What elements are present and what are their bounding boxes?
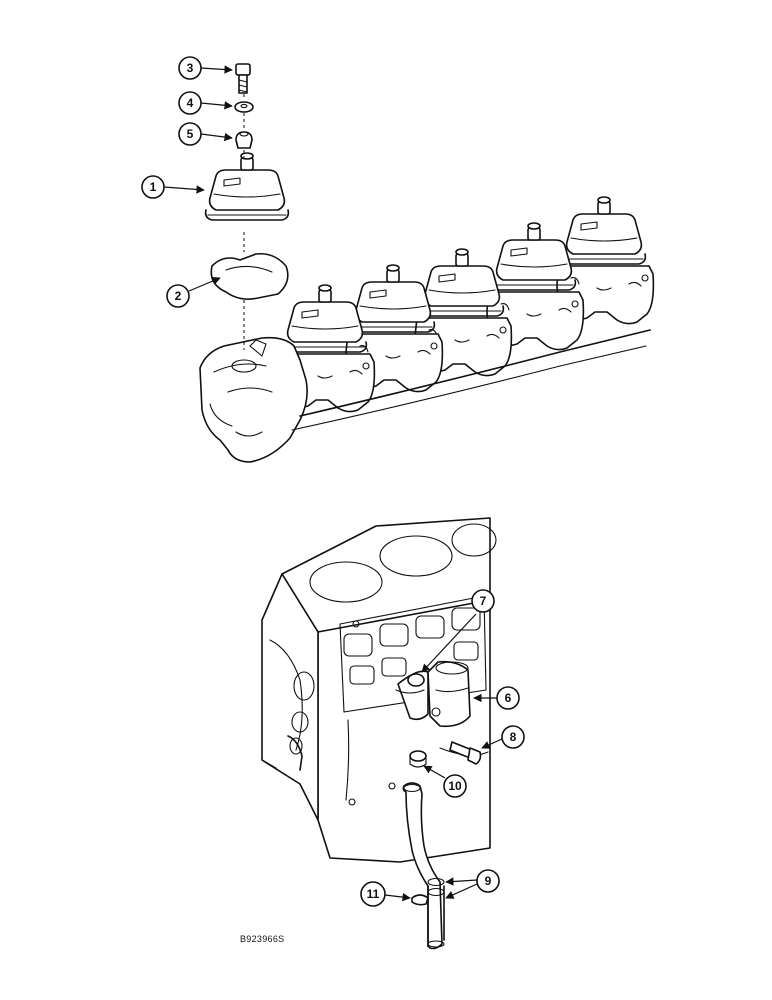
svg-text:2: 2 bbox=[175, 289, 182, 303]
callout-8: 8 bbox=[481, 725, 525, 749]
callout-1: 1 bbox=[141, 175, 205, 199]
callout-3: 3 bbox=[178, 56, 233, 80]
svg-text:8: 8 bbox=[510, 730, 517, 744]
svg-text:1: 1 bbox=[150, 180, 157, 194]
grommet-5 bbox=[235, 131, 253, 149]
callout-6: 6 bbox=[473, 686, 520, 710]
clamp-10 bbox=[409, 750, 427, 768]
svg-text:6: 6 bbox=[505, 691, 512, 705]
oring-7 bbox=[407, 673, 425, 687]
callout-10: 10 bbox=[423, 765, 467, 798]
callout-9: 9 bbox=[445, 869, 500, 899]
callout-2: 2 bbox=[166, 277, 221, 308]
callout-7: 7 bbox=[421, 589, 495, 673]
callout-5: 5 bbox=[178, 122, 233, 146]
svg-text:7: 7 bbox=[480, 594, 487, 608]
washer-4 bbox=[234, 101, 254, 113]
svg-text:11: 11 bbox=[367, 887, 380, 901]
tube-9 bbox=[402, 782, 445, 950]
svg-text:10: 10 bbox=[448, 779, 462, 793]
svg-text:9: 9 bbox=[485, 874, 492, 888]
callout-11: 11 bbox=[360, 881, 411, 907]
callout-4: 4 bbox=[178, 91, 233, 115]
svg-text:4: 4 bbox=[187, 96, 194, 110]
bolt-3 bbox=[235, 63, 251, 94]
svg-text:3: 3 bbox=[187, 61, 194, 75]
clip-11 bbox=[411, 894, 429, 906]
cylinder-head-assembly bbox=[199, 63, 655, 463]
figure-id: B923966S bbox=[240, 934, 285, 944]
breather-housing-6 bbox=[397, 660, 471, 728]
svg-text:5: 5 bbox=[187, 127, 194, 141]
capscrew-8 bbox=[449, 741, 482, 765]
